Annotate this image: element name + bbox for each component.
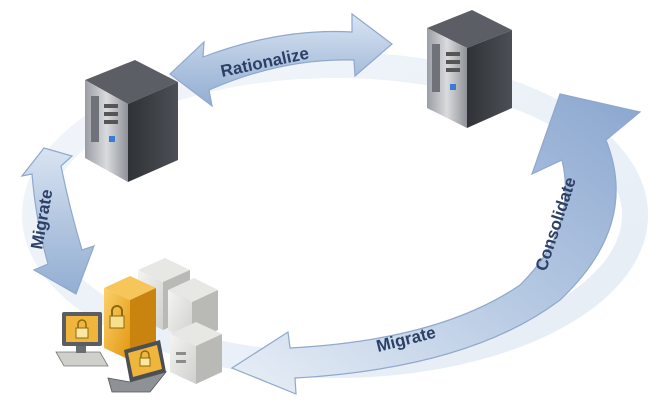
lock-icon — [139, 350, 151, 367]
lock-icon — [109, 305, 125, 329]
consolidate-arrow: Consolidate Migrate — [230, 93, 642, 395]
tower-server-icon — [85, 60, 178, 182]
lock-icon — [75, 319, 89, 339]
server-cluster-icon — [104, 258, 222, 384]
server-cluster — [55, 258, 222, 393]
desktop-computer-icon — [55, 312, 109, 367]
migrate-left-arrow: Migrate — [20, 147, 96, 295]
laptop-icon — [107, 340, 168, 393]
server-right — [427, 10, 512, 128]
server-left — [85, 60, 178, 182]
tower-server-icon — [427, 10, 512, 128]
rationalize-arrow: Rationalize — [169, 12, 393, 108]
